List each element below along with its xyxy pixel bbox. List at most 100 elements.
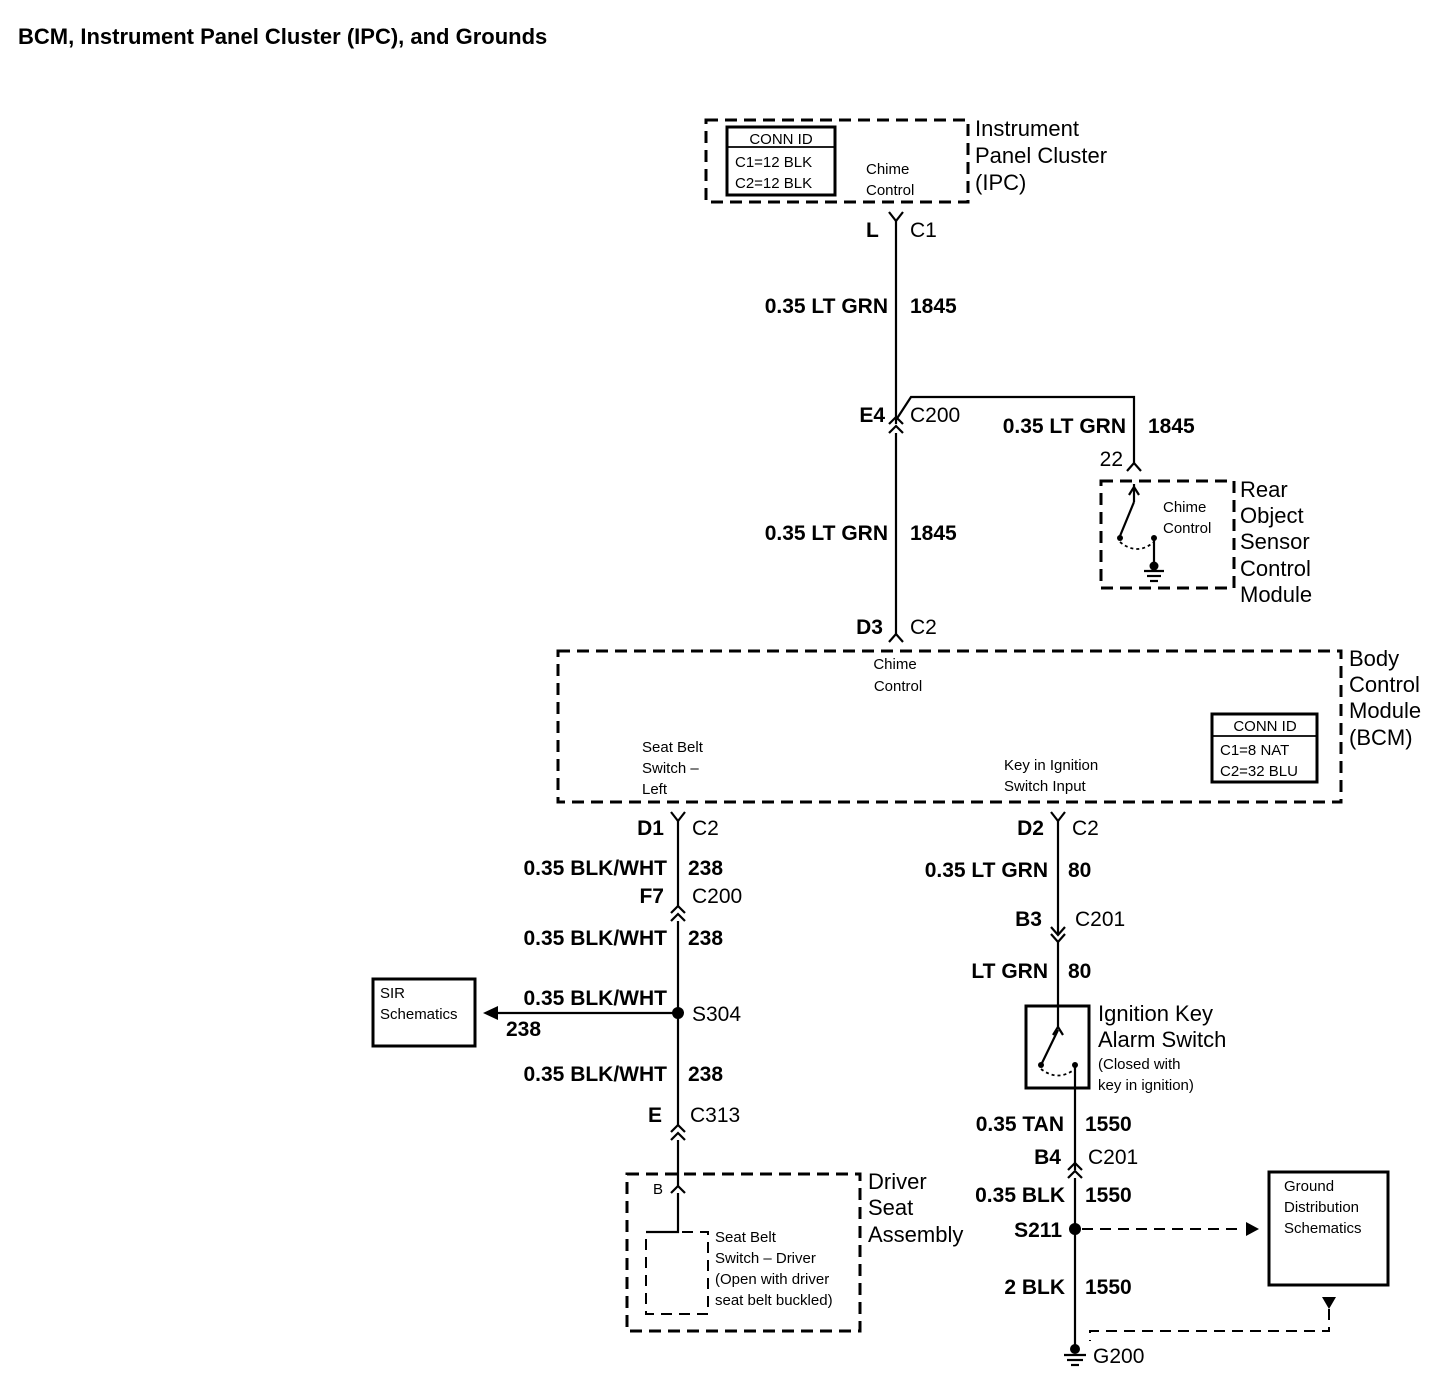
ipc-module: CONN ID C1=12 BLK C2=12 BLK Chime Contro…: [704, 116, 1107, 204]
wire-1845-lower-gauge: 0.35 LT GRN: [765, 522, 888, 545]
rosc-switch-link: [1119, 541, 1155, 550]
g200-dot: [1070, 1344, 1080, 1354]
c201-b4-pin: B4: [1034, 1146, 1061, 1169]
ipc-pin-l-symbol: [888, 211, 904, 223]
wire-238-sir-circuit: 238: [506, 1018, 541, 1041]
bcm-conn-c2: C2=32 BLU: [1220, 763, 1298, 780]
ign-switch-note-1: (Closed with: [1098, 1056, 1181, 1073]
bcm-chime-1: Chime: [873, 656, 916, 673]
wire-1845-branch-circuit: 1845: [1148, 415, 1195, 438]
sir-label-2: Schematics: [380, 1006, 458, 1023]
wire-238-a-circuit: 238: [688, 857, 723, 880]
bcm-key-1: Key in Ignition: [1004, 757, 1098, 774]
rosc-name-1: Rear: [1240, 477, 1288, 502]
bcm-conn-c1: C1=8 NAT: [1220, 742, 1289, 759]
ipc-name-3: (IPC): [975, 170, 1026, 195]
ipc-connector-c1: C1: [910, 219, 937, 242]
ipc-name-2: Panel Cluster: [975, 143, 1107, 168]
bcm-chime-2: Control: [874, 678, 922, 695]
rosc-switch-arrow: [1128, 484, 1140, 496]
ignition-key-alarm-switch: Ignition Key Alarm Switch (Closed with k…: [1024, 1001, 1226, 1094]
bcm-name-4: (BCM): [1349, 725, 1413, 750]
bcm-name-2: Control: [1349, 672, 1420, 697]
c200-e4-pin: E4: [859, 404, 885, 427]
bcm-d1-pin: D1: [637, 817, 664, 840]
ipc-chime-label-1: Chime: [866, 161, 909, 178]
seat-belt-switch-wire: [646, 1193, 680, 1234]
rosc-pin-22: 22: [1100, 448, 1123, 471]
bcm-key-2: Switch Input: [1004, 778, 1087, 795]
wire-80-b-circuit: 80: [1068, 960, 1091, 983]
rosc-name-4: Control: [1240, 556, 1311, 581]
ipc-conn-id-box: [725, 125, 837, 197]
rosc-name-2: Object: [1240, 503, 1304, 528]
wire-1550-a-circuit: 1550: [1085, 1113, 1132, 1136]
wire-238-a-gauge: 0.35 BLK/WHT: [523, 857, 667, 880]
rosc-ground-icon: [1144, 569, 1164, 583]
c201-b3-pin: B3: [1015, 908, 1042, 931]
rosc-chime-1: Chime: [1163, 499, 1206, 516]
bcm-name-3: Module: [1349, 698, 1421, 723]
wire-1845-branch-gauge: 0.35 LT GRN: [1003, 415, 1126, 438]
wire-238-c-circuit: 238: [688, 1063, 723, 1086]
c200-e4-name: C200: [910, 404, 960, 427]
bcm-module: Chime Control Seat Belt Switch – Left Ke…: [556, 646, 1421, 804]
driver-seat-assembly: B Seat Belt Switch – Driver (Open with d…: [625, 1169, 963, 1333]
wire-238-b-circuit: 238: [688, 927, 723, 950]
rosc-switch-blade: [1118, 501, 1136, 537]
ground-dist-down-arrow-icon: [1322, 1297, 1336, 1309]
ground-dist-arrow-icon: [1246, 1222, 1259, 1236]
wire-80-a-gauge: 0.35 LT GRN: [925, 859, 1048, 882]
driver-seat-name-3: Assembly: [868, 1222, 963, 1247]
ipc-chime-label-2: Control: [866, 182, 914, 199]
c200-e4-symbol: [888, 415, 904, 434]
wire-1845-upper-circuit: 1845: [910, 295, 957, 318]
bcm-seatbelt-1: Seat Belt: [642, 739, 704, 756]
wire-1550-b-circuit: 1550: [1085, 1184, 1132, 1207]
wire-80-b-gauge: LT GRN: [971, 960, 1048, 983]
sir-schematics-box[interactable]: [371, 977, 477, 1048]
bcm-d3-symbol: [888, 632, 904, 643]
diagram-title: BCM, Instrument Panel Cluster (IPC), and…: [18, 24, 547, 49]
bcm-d1-symbol: [670, 811, 686, 823]
ground-dist-label-1: Ground: [1284, 1178, 1334, 1195]
sir-arrow-icon: [483, 1006, 498, 1020]
rosc-module: Chime Control Rear Object Sensor Control…: [1099, 477, 1312, 607]
c313-pin: E: [648, 1104, 662, 1127]
ipc-conn-id-title: CONN ID: [749, 131, 813, 148]
ign-switch-blade: [1041, 1029, 1059, 1064]
wire-80-a-circuit: 80: [1068, 859, 1091, 882]
wire-1845-lower-circuit: 1845: [910, 522, 957, 545]
ground-dist-box[interactable]: [1267, 1170, 1390, 1287]
c201-b4-name: C201: [1088, 1146, 1138, 1169]
driver-seat-name-2: Seat: [868, 1195, 913, 1220]
driver-seat-outline: [625, 1172, 862, 1333]
wire-238-c-gauge: 0.35 BLK/WHT: [523, 1063, 667, 1086]
rosc-chime-2: Control: [1163, 520, 1211, 537]
ign-switch-arrow: [1052, 1024, 1064, 1036]
bcm-seatbelt-2: Switch –: [642, 760, 699, 777]
bcm-seatbelt-3: Left: [642, 781, 668, 798]
bcm-outline: [556, 649, 1343, 804]
bcm-d3-connector: C2: [910, 616, 937, 639]
splice-s304: S304: [692, 1003, 741, 1026]
bcm-name-1: Body: [1349, 646, 1399, 671]
sir-label-1: SIR: [380, 985, 405, 1002]
seat-belt-switch-2: Switch – Driver: [715, 1250, 816, 1267]
wire-1550-c-circuit: 1550: [1085, 1276, 1132, 1299]
bcm-d2-pin: D2: [1017, 817, 1044, 840]
c313-name: C313: [690, 1104, 740, 1127]
bcm-conn-id-box: [1210, 712, 1319, 784]
ground-dist-return: [1089, 1309, 1330, 1341]
seat-belt-switch-3: (Open with driver: [715, 1271, 829, 1288]
wire-1550-c-gauge: 2 BLK: [1004, 1276, 1065, 1299]
driver-seat-pin-b-symbol: [670, 1184, 686, 1194]
c201-b3-name: C201: [1075, 908, 1125, 931]
ground-dist-label-3: Schematics: [1284, 1220, 1362, 1237]
ign-switch-name-2: Alarm Switch: [1098, 1027, 1226, 1052]
bcm-d2-connector: C2: [1072, 817, 1099, 840]
seat-belt-switch-box: [645, 1231, 709, 1315]
rosc-name-3: Sensor: [1240, 529, 1310, 554]
